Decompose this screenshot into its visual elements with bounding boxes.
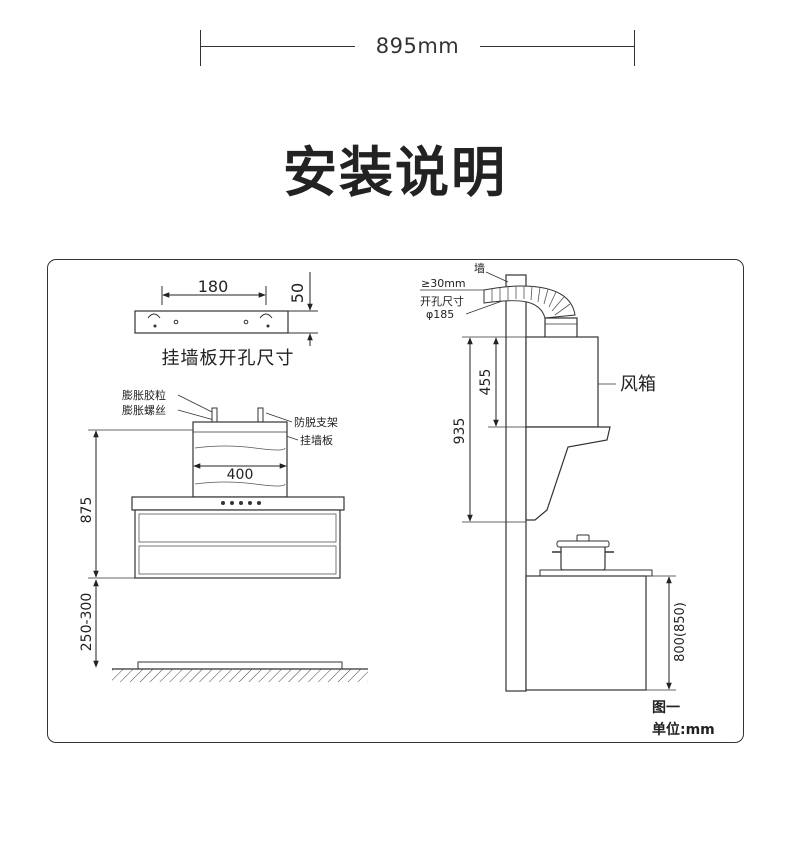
overall-width-dimension: 895mm: [200, 30, 635, 66]
wall-label: 墙: [474, 261, 485, 275]
hood-height-label: 875: [79, 497, 95, 524]
bracket-width-label: 180: [198, 277, 229, 296]
figure-label: 图一: [652, 700, 680, 716]
wall-bracket-drawing: 180 50 挂墙板开孔尺寸: [134, 272, 318, 369]
dimension-line-left: [200, 46, 355, 47]
overall-width-label: 895mm: [375, 34, 460, 58]
side-view-drawing: 墙 ≥30mm 开孔尺寸 φ185 风箱: [420, 261, 688, 692]
callout-wall-plate: 挂墙板: [300, 433, 333, 447]
total-height-label: 935: [452, 418, 468, 445]
hole-size-label: 开孔尺寸: [420, 294, 464, 308]
min-gap-label: ≥30mm: [421, 277, 466, 290]
dimension-tick-right: [634, 30, 635, 66]
counter-height-label: 800(850): [673, 602, 688, 662]
callout-expansion-plug: 膨胀胶粒: [122, 388, 166, 402]
gap-range-label: 250-300: [79, 593, 95, 652]
hole-diameter-label: φ185: [426, 308, 454, 321]
unit-label: 单位:mm: [652, 721, 715, 738]
bracket-caption: 挂墙板开孔尺寸: [162, 348, 295, 369]
callout-expansion-screw: 膨胀螺丝: [122, 403, 166, 417]
diagram-frame: [47, 259, 744, 743]
dimension-line-right: [480, 46, 635, 47]
chimney-width-label: 400: [227, 467, 254, 483]
fan-box-label: 风箱: [620, 374, 656, 395]
dimension-tick-left: [200, 30, 201, 66]
callout-anti-drop-bracket: 防脱支架: [294, 415, 338, 429]
front-view-drawing: 膨胀胶粒 膨胀螺丝 防脱支架 挂墙板 400 875: [79, 388, 368, 682]
page-title: 安装说明: [283, 141, 507, 204]
bracket-height-label: 50: [288, 283, 307, 303]
fan-box-height-label: 455: [478, 369, 494, 396]
